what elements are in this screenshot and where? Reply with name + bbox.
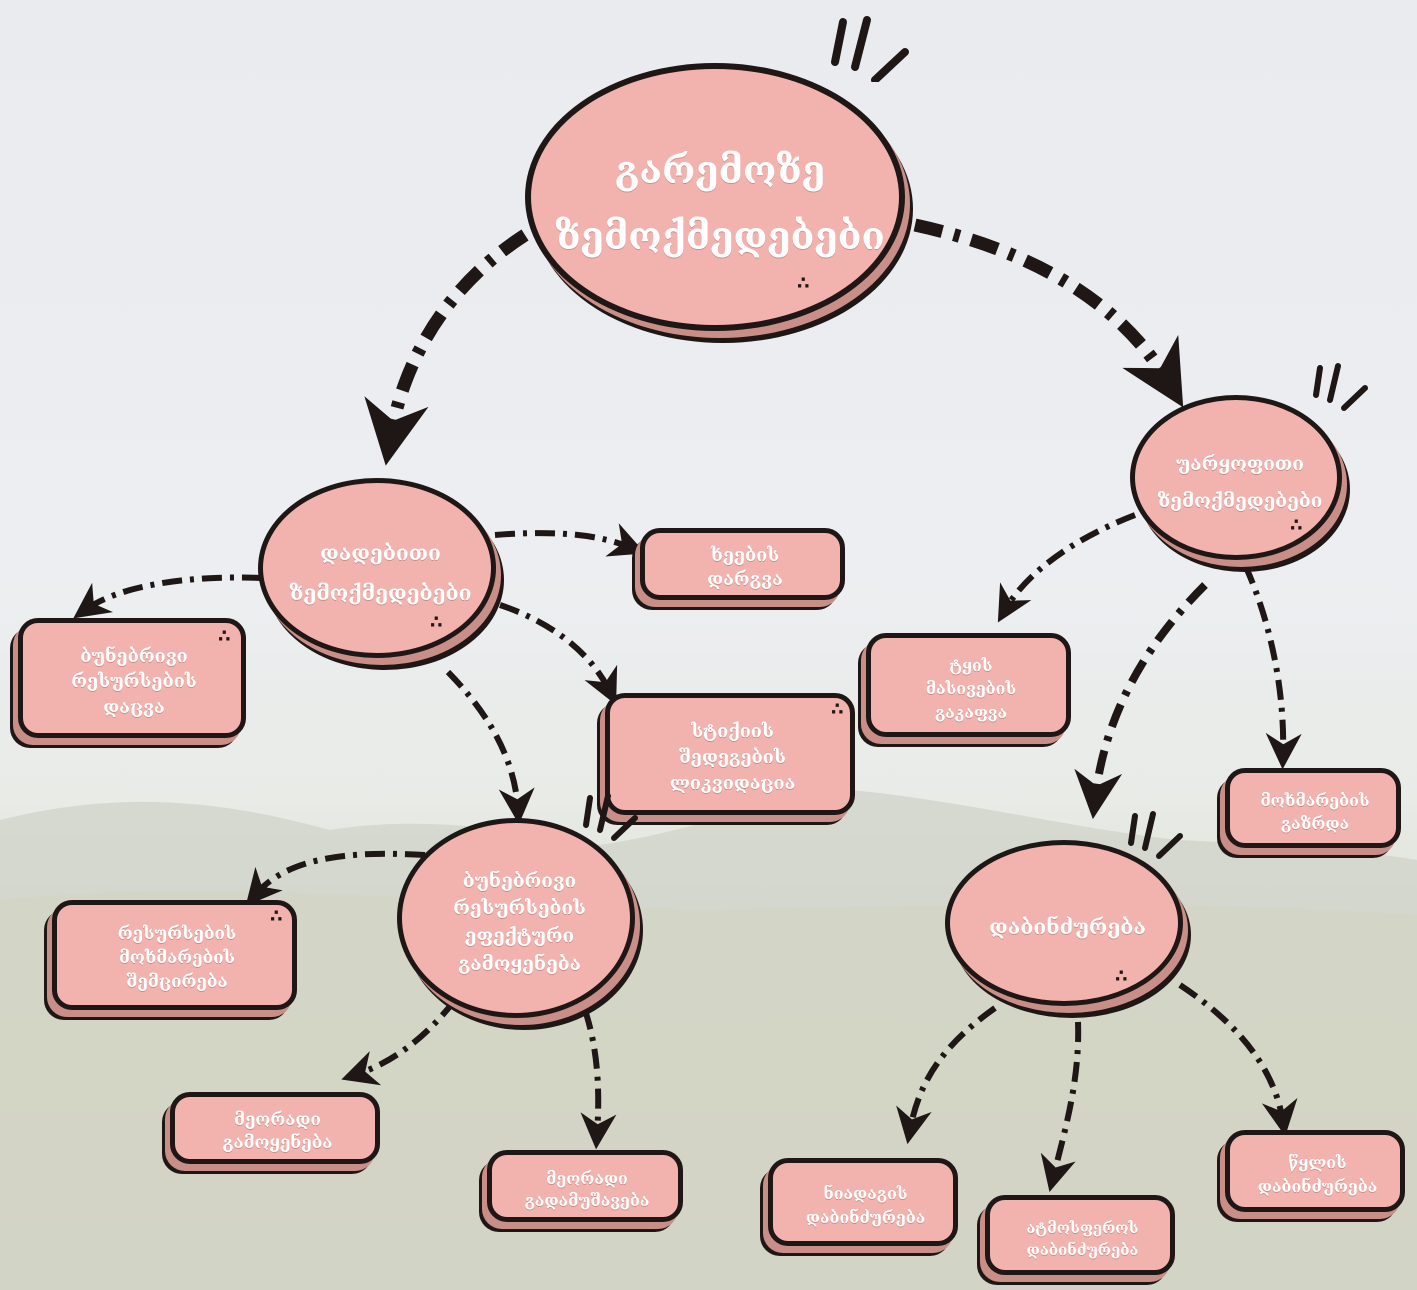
root-label: გარემოზე ზემოქმედებები: [555, 146, 885, 259]
nature-protection-label: ბუნებრივი რესურსების დაცვა: [71, 646, 197, 718]
water-pollution-node: წყლის დაბინძურება: [1225, 1130, 1410, 1220]
water-pollution-label: წყლის დაბინძურება: [1257, 1153, 1378, 1196]
nature-protection-node: ბუნებრივი რესურსების დაცვა ∴: [18, 618, 250, 746]
negative-impacts-node: უარყოფითი ზემოქმედებები ∴: [1130, 395, 1350, 570]
efficient-use-node: ბუნებრივი რესურსების ეფექტური გამოყენება: [397, 818, 642, 1028]
soil-pollution-label: ნიადაგის დაბინძურება: [805, 1183, 926, 1227]
deforestation-node: ტყის მასივების გაკაფვა: [866, 633, 1076, 745]
dots-icon: ∴: [1290, 515, 1303, 536]
recycling-label: მეორადი გადამუშავება: [524, 1169, 650, 1210]
positive-impacts-node: დადებითი ზემოქმედებები ∴: [258, 478, 503, 668]
air-pollution-node: ატმოსფეროს დაბინძურება: [985, 1195, 1180, 1283]
consumption-growth-node: მოხმარების გაზრდა: [1225, 768, 1405, 856]
emphasis-marks-icon: [1128, 811, 1183, 859]
consumption-growth-label: მოხმარების გაზრდა: [1260, 790, 1370, 833]
consumption-reduction-label: რესურსების მოხმარების შემცირება: [117, 924, 237, 992]
soil-pollution-node: ნიადაგის დაბინძურება: [768, 1158, 963, 1253]
consumption-reduction-node: რესურსების მოხმარების შემცირება ∴: [52, 900, 302, 1018]
deforestation-label: ტყის მასივების გაკაფვა: [925, 656, 1017, 722]
tree-planting-label: ხეების დარგვა: [707, 544, 783, 590]
emphasis-marks-icon: [831, 16, 909, 82]
air-pollution-label: ატმოსფეროს დაბინძურება: [1026, 1218, 1139, 1260]
disaster-liquidation-label: სტიქიის შედეგების ლიკვიდაცია: [669, 720, 796, 795]
dots-icon: ∴: [218, 626, 231, 647]
dots-icon: ∴: [1115, 966, 1128, 987]
emphasis-marks-icon: [583, 793, 638, 841]
reuse-node: მეორადი გამოყენება: [170, 1092, 385, 1172]
dots-icon: ∴: [430, 612, 443, 633]
emphasis-marks-icon: [1313, 363, 1368, 411]
pollution-label: დაბინძურება: [989, 914, 1146, 940]
negative-impacts-label: უარყოფითი ზემოქმედებები: [1157, 453, 1323, 512]
efficient-use-label: ბუნებრივი რესურსების ეფექტური გამოყენება: [453, 869, 586, 975]
disaster-liquidation-node: სტიქიის შედეგების ლიკვიდაცია ∴: [605, 693, 860, 823]
reuse-label: მეორადი გამოყენება: [222, 1110, 333, 1153]
tree-planting-node: ხეების დარგვა: [640, 528, 850, 608]
dots-icon: ∴: [831, 699, 844, 720]
root-node: გარემოზე ზემოქმედებები ∴: [525, 63, 915, 343]
pollution-node: დაბინძურება ∴: [945, 840, 1190, 1015]
dots-icon: ∴: [797, 273, 810, 294]
positive-impacts-label: დადებითი ზემოქმედებები: [289, 540, 472, 605]
dots-icon: ∴: [270, 906, 283, 927]
recycling-node: მეორადი გადამუშავება: [487, 1150, 687, 1230]
